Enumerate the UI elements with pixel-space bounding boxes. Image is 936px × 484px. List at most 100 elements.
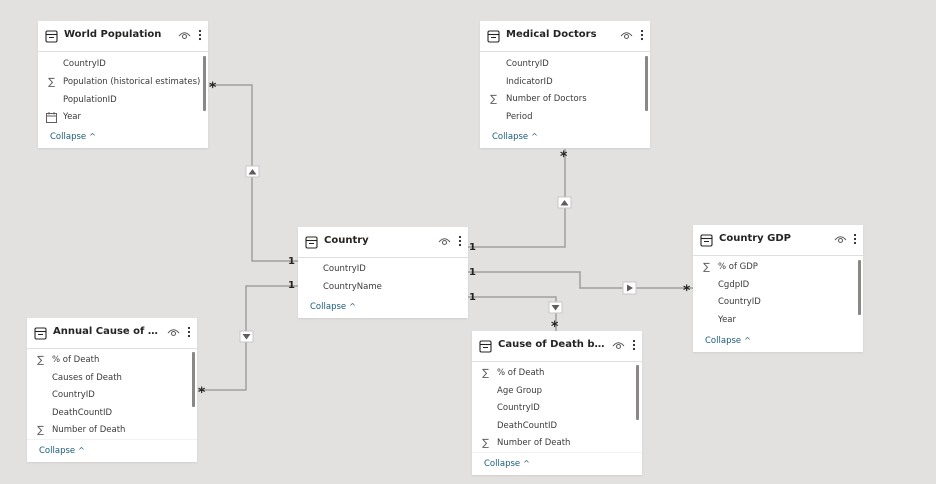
- field-number-of-doctors[interactable]: Number of Doctors: [506, 94, 587, 104]
- arrow-up-icon: [248, 169, 257, 175]
- table-header[interactable]: Cause of Death by Ag...: [472, 331, 642, 362]
- field-pct-of-gdp[interactable]: % of GDP: [718, 262, 758, 272]
- more-options-icon[interactable]: [640, 28, 644, 42]
- rel-country-gdp[interactable]: [468, 271, 694, 289]
- cardinality-one: 1: [288, 256, 295, 267]
- field-countryid[interactable]: CountryID: [506, 59, 549, 69]
- collapse-link[interactable]: Collapse^: [492, 132, 538, 142]
- sigma-icon: ∑: [48, 77, 55, 88]
- more-options-icon[interactable]: [458, 234, 462, 248]
- field-deathcountid[interactable]: DeathCountID: [52, 408, 112, 418]
- field-number-of-death[interactable]: Number of Death: [52, 425, 126, 435]
- cardinality-many: *: [560, 149, 568, 165]
- table-card-country-gdp[interactable]: Country GDP ∑ % of GDP CgdpID CountryID …: [693, 225, 863, 352]
- collapse-link[interactable]: Collapse^: [39, 446, 85, 456]
- divider: [27, 439, 197, 440]
- collapse-label: Collapse: [492, 132, 529, 142]
- table-header[interactable]: Country GDP: [693, 225, 863, 256]
- chevron-up-icon: ^: [523, 459, 530, 468]
- field-number-of-death[interactable]: Number of Death: [497, 438, 571, 448]
- chevron-up-icon: ^: [349, 302, 356, 311]
- table-title: Country GDP: [719, 233, 791, 244]
- field-countryid[interactable]: CountryID: [63, 59, 106, 69]
- chevron-up-icon: ^: [78, 446, 85, 455]
- table-header[interactable]: Annual Cause of Death: [27, 318, 197, 349]
- visibility-eye-icon[interactable]: [834, 234, 847, 245]
- filter-direction-markers: [239, 165, 637, 343]
- collapse-link[interactable]: Collapse^: [705, 336, 751, 346]
- field-period[interactable]: Period: [506, 112, 533, 122]
- arrow-down-icon: [551, 305, 560, 311]
- visibility-eye-icon[interactable]: [620, 30, 633, 41]
- more-options-icon[interactable]: [198, 28, 202, 42]
- field-countryname[interactable]: CountryName: [323, 282, 382, 292]
- table-title: World Population: [64, 29, 162, 40]
- collapse-label: Collapse: [484, 459, 521, 469]
- field-countryid[interactable]: CountryID: [323, 264, 366, 274]
- cardinality-many: *: [551, 319, 559, 335]
- rel-country-cause-by-age[interactable]: [468, 296, 557, 331]
- collapse-label: Collapse: [310, 302, 347, 312]
- table-card-country[interactable]: Country CountryID CountryName Collapse^: [298, 227, 468, 318]
- field-causes-of-death[interactable]: Causes of Death: [52, 373, 122, 383]
- table-card-world-population[interactable]: World Population CountryID ∑ Population …: [38, 21, 208, 148]
- table-icon: [305, 236, 318, 249]
- visibility-eye-icon[interactable]: [612, 340, 625, 351]
- scrollbar[interactable]: [636, 365, 639, 420]
- field-pct-of-death[interactable]: % of Death: [497, 368, 545, 378]
- sigma-icon: ∑: [482, 438, 489, 449]
- field-year[interactable]: Year: [718, 315, 736, 325]
- field-countryid[interactable]: CountryID: [52, 390, 95, 400]
- rel-country-medical-doctors[interactable]: [468, 149, 566, 248]
- table-card-medical-doctors[interactable]: Medical Doctors CountryID IndicatorID ∑ …: [480, 21, 650, 148]
- collapse-link[interactable]: Collapse^: [310, 302, 356, 312]
- field-deathcountid[interactable]: DeathCountID: [497, 421, 557, 431]
- table-header[interactable]: World Population: [38, 21, 208, 52]
- cardinality-one: 1: [469, 292, 476, 303]
- more-options-icon[interactable]: [632, 338, 636, 352]
- cardinality-many: *: [683, 283, 691, 299]
- visibility-eye-icon[interactable]: [167, 327, 180, 338]
- scrollbar[interactable]: [192, 352, 195, 407]
- cardinality-one: 1: [469, 242, 476, 253]
- table-title: Medical Doctors: [506, 29, 597, 40]
- scrollbar[interactable]: [645, 56, 648, 111]
- table-card-annual-cause-of-death[interactable]: Annual Cause of Death ∑ % of Death Cause…: [27, 318, 197, 462]
- scrollbar[interactable]: [858, 260, 861, 315]
- cardinality-many: *: [209, 80, 217, 96]
- more-options-icon[interactable]: [187, 325, 191, 339]
- sigma-icon: ∑: [490, 94, 497, 105]
- chevron-up-icon: ^: [89, 132, 96, 141]
- collapse-link[interactable]: Collapse^: [50, 132, 96, 142]
- table-icon: [34, 327, 47, 340]
- field-pct-of-death[interactable]: % of Death: [52, 355, 100, 365]
- sigma-icon: ∑: [703, 262, 710, 273]
- table-title: Cause of Death by Ag...: [498, 339, 610, 350]
- chevron-up-icon: ^: [531, 132, 538, 141]
- field-populationid[interactable]: PopulationID: [63, 95, 117, 105]
- field-countryid[interactable]: CountryID: [497, 403, 540, 413]
- field-countryid[interactable]: CountryID: [718, 297, 761, 307]
- table-card-cause-of-death-by-age[interactable]: Cause of Death by Ag... ∑ % of Death Age…: [472, 331, 642, 475]
- calendar-icon: [46, 112, 57, 123]
- collapse-link[interactable]: Collapse^: [484, 459, 530, 469]
- field-indicatorid[interactable]: IndicatorID: [506, 77, 553, 87]
- scrollbar[interactable]: [203, 56, 206, 111]
- cardinality-many: *: [198, 385, 206, 401]
- table-header[interactable]: Medical Doctors: [480, 21, 650, 52]
- collapse-label: Collapse: [50, 132, 87, 142]
- arrow-up-icon: [560, 200, 569, 206]
- field-cgdpid[interactable]: CgdpID: [718, 280, 750, 290]
- field-year[interactable]: Year: [63, 112, 81, 122]
- table-header[interactable]: Country: [298, 227, 468, 258]
- collapse-label: Collapse: [705, 336, 742, 346]
- chevron-up-icon: ^: [744, 336, 751, 345]
- field-population[interactable]: Population (historical estimates): [63, 77, 201, 87]
- visibility-eye-icon[interactable]: [178, 30, 191, 41]
- visibility-eye-icon[interactable]: [438, 236, 451, 247]
- field-age-group[interactable]: Age Group: [497, 386, 543, 396]
- divider: [472, 452, 642, 453]
- more-options-icon[interactable]: [853, 232, 857, 246]
